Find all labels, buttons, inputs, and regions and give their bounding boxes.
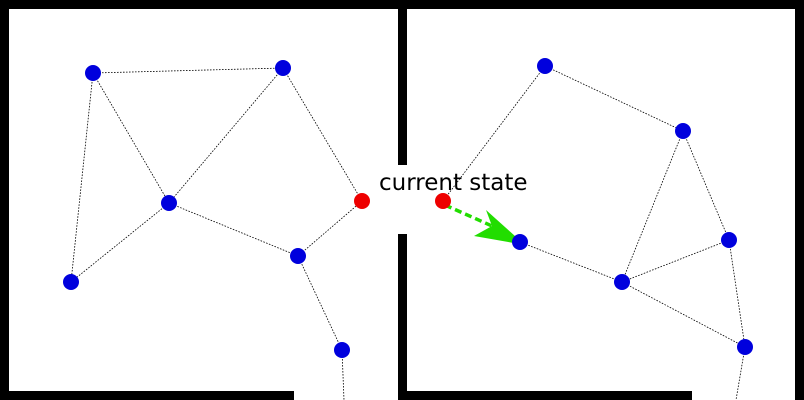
graph-node <box>537 58 553 74</box>
edge-b-c <box>168 67 284 204</box>
edge-k-j <box>519 241 623 283</box>
edge-h-k <box>621 130 684 283</box>
wall-divider-lower <box>398 234 407 400</box>
edge-k-l <box>621 281 746 348</box>
edge-i-k <box>621 239 730 283</box>
edge-g-cr <box>442 65 546 202</box>
graph-node <box>275 60 291 76</box>
edge-i-l <box>728 239 746 348</box>
edge-g-h <box>544 65 684 132</box>
current-state-label: current state <box>379 170 528 196</box>
wall-left-room-top <box>0 0 400 9</box>
wall-divider-upper <box>398 0 407 165</box>
graph-node <box>614 274 630 290</box>
edge-a-d <box>70 72 94 283</box>
graph-node <box>737 339 753 355</box>
graph-node <box>161 195 177 211</box>
edge-e-cl <box>297 200 363 257</box>
wall-left-room-left <box>0 0 9 400</box>
graph-node <box>63 274 79 290</box>
graph-node <box>85 65 101 81</box>
graph-node <box>512 234 528 250</box>
graph-nodes <box>63 58 753 358</box>
wall-right-room-bottom <box>398 391 692 400</box>
current-state-node <box>354 193 370 209</box>
graph-node <box>721 232 737 248</box>
arrow-shaft <box>444 203 493 228</box>
arrow-head <box>474 210 525 245</box>
graph-node <box>334 342 350 358</box>
graph-node <box>290 248 306 264</box>
edge-c-e <box>168 202 299 257</box>
action-arrow <box>444 203 525 245</box>
edge-e-f <box>297 255 343 351</box>
graph-edges <box>70 65 746 400</box>
graph-node <box>675 123 691 139</box>
edge-f-bottom <box>341 349 345 400</box>
wall-right-room-top <box>398 0 804 9</box>
wall-right-room-right <box>795 0 804 400</box>
edge-a-c <box>92 72 170 204</box>
wall-left-room-bottom <box>0 391 294 400</box>
current-state-node <box>435 193 451 209</box>
